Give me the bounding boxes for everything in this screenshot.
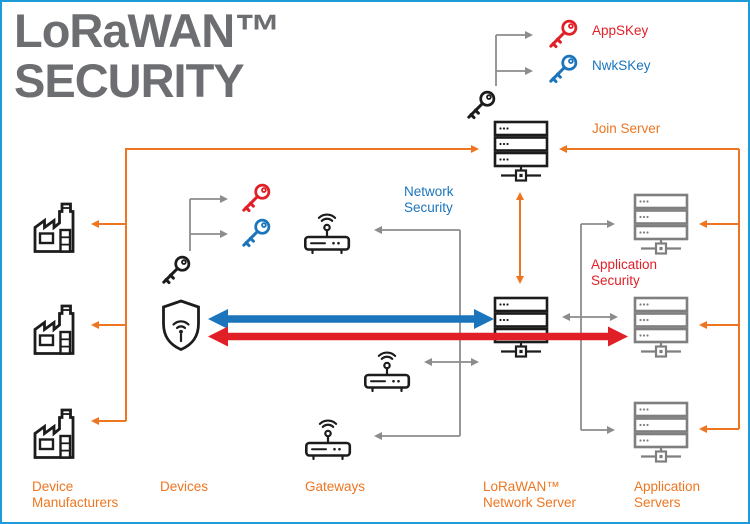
appskey-key-icon — [549, 19, 578, 49]
factory-icon-1 — [33, 202, 75, 253]
lorawan-network-server-label: LoRaWAN™ Network Server — [483, 479, 577, 510]
page-title: LoRaWAN™ SECURITY — [14, 4, 281, 107]
factory-icon-3 — [33, 408, 75, 459]
join-server-key-icon — [467, 90, 496, 120]
application-server-icon-1 — [633, 193, 689, 255]
join-server-icon — [493, 120, 549, 182]
network-server-icon — [493, 296, 549, 358]
orange-connectors — [91, 145, 740, 433]
gateway-icon-1 — [303, 213, 351, 255]
shield-wifi-icon — [162, 299, 200, 351]
gateway-icon-2 — [363, 351, 411, 393]
title-line-2: SECURITY — [14, 54, 245, 107]
application-server-icon-3 — [633, 401, 689, 463]
device-nwkskey-key-icon — [242, 218, 271, 248]
device-manufacturers-label: Device Manufacturers — [32, 479, 119, 510]
gateways-label: Gateways — [305, 479, 366, 494]
factory-icon-2 — [33, 304, 75, 355]
devices-label: Devices — [160, 479, 209, 494]
gateway-icon-3 — [304, 419, 352, 461]
nwkskey-key-icon — [549, 54, 578, 84]
network-security-arrow — [208, 309, 494, 329]
device-appskey-key-icon — [242, 183, 271, 213]
title-line-1: LoRaWAN™ — [14, 4, 281, 57]
join-server-label: Join Server — [592, 121, 661, 136]
application-servers-label: Application Servers — [634, 479, 701, 510]
application-security-arrow — [208, 326, 628, 347]
application-security-label: Application Security — [591, 257, 658, 288]
nwkskey-label: NwkSKey — [592, 58, 651, 73]
appskey-label: AppSKey — [592, 23, 649, 38]
device-key-icon — [162, 255, 191, 285]
network-security-label: Network Security — [404, 184, 454, 215]
application-server-icon-2 — [633, 296, 689, 358]
